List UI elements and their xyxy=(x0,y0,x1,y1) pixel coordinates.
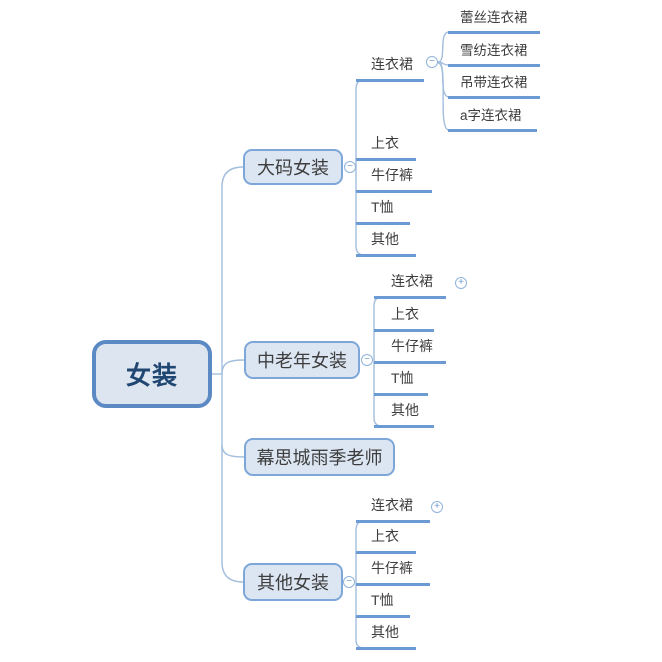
node-label: 连衣裙 xyxy=(391,273,433,289)
node-label: 连衣裙 xyxy=(371,497,413,513)
node-label: 牛仔裤 xyxy=(391,338,433,354)
node-label: 上衣 xyxy=(391,306,419,322)
connector xyxy=(221,444,245,458)
node-dress[interactable]: 连衣裙 xyxy=(374,273,446,299)
node-other[interactable]: 其他 xyxy=(356,624,416,650)
node-middle-aged-womens[interactable]: 中老年女装 xyxy=(244,341,360,379)
node-label: T恤 xyxy=(371,199,394,215)
node-label: 蕾丝连衣裙 xyxy=(460,10,528,25)
node-label: 其他 xyxy=(371,624,399,640)
collapse-button-plus-size[interactable]: − xyxy=(344,161,356,173)
node-label: 女装 xyxy=(125,362,178,390)
node-tshirt[interactable]: T恤 xyxy=(356,199,410,225)
node-label: 吊带连衣裙 xyxy=(460,75,528,90)
connector xyxy=(437,62,450,131)
node-label: 幕思城雨季老师 xyxy=(256,448,383,468)
plus-icon: + xyxy=(458,276,464,288)
node-label: 其他 xyxy=(371,231,399,247)
node-tops[interactable]: 上衣 xyxy=(356,135,416,161)
node-label: 其他女装 xyxy=(257,573,329,593)
plus-icon: + xyxy=(434,500,440,512)
node-plus-size-womens[interactable]: 大码女装 xyxy=(243,149,343,185)
node-slip-dress[interactable]: 吊带连衣裙 xyxy=(448,73,540,99)
collapse-button-other-womens[interactable]: − xyxy=(343,576,355,588)
node-label: 上衣 xyxy=(371,528,399,544)
node-label: T恤 xyxy=(371,592,394,608)
node-other[interactable]: 其他 xyxy=(356,231,416,257)
node-womens-clothing-root[interactable]: 女装 xyxy=(92,340,212,408)
node-tshirt[interactable]: T恤 xyxy=(356,592,410,618)
node-dress[interactable]: 连衣裙 xyxy=(356,497,430,523)
node-label: 雪纺连衣裙 xyxy=(460,43,528,58)
node-jeans[interactable]: 牛仔裤 xyxy=(374,338,446,364)
node-other-womens[interactable]: 其他女装 xyxy=(243,563,343,601)
node-chiffon-dress[interactable]: 雪纺连衣裙 xyxy=(448,41,540,67)
node-label: a字连衣裙 xyxy=(460,108,522,123)
connector xyxy=(221,166,244,583)
node-tshirt[interactable]: T恤 xyxy=(374,370,428,396)
minus-icon: − xyxy=(429,55,435,67)
connector xyxy=(221,359,245,375)
node-label: 牛仔裤 xyxy=(371,167,413,183)
node-label: 其他 xyxy=(391,402,419,418)
expand-button-dress-middle[interactable]: + xyxy=(455,277,467,289)
collapse-button-middle-aged[interactable]: − xyxy=(361,354,373,366)
node-label: 连衣裙 xyxy=(371,56,413,72)
expand-button-dress-bottom[interactable]: + xyxy=(431,501,443,513)
node-a-line-dress[interactable]: a字连衣裙 xyxy=(448,106,537,132)
node-tops[interactable]: 上衣 xyxy=(356,528,416,554)
node-other[interactable]: 其他 xyxy=(374,402,434,428)
minus-icon: − xyxy=(346,575,352,587)
minus-icon: − xyxy=(347,160,353,172)
node-musicheng-rainy-season-teacher[interactable]: 幕思城雨季老师 xyxy=(244,438,395,476)
node-label: 上衣 xyxy=(371,135,399,151)
node-lace-dress[interactable]: 蕾丝连衣裙 xyxy=(448,8,540,34)
node-label: 牛仔裤 xyxy=(371,560,413,576)
node-label: 大码女装 xyxy=(257,158,329,178)
node-tops[interactable]: 上衣 xyxy=(374,306,434,332)
connector xyxy=(437,31,450,63)
collapse-button-dress-top[interactable]: − xyxy=(426,56,438,68)
node-label: 中老年女装 xyxy=(257,351,347,371)
node-dress[interactable]: 连衣裙 xyxy=(356,56,424,82)
minus-icon: − xyxy=(364,353,370,365)
node-jeans[interactable]: 牛仔裤 xyxy=(356,167,432,193)
node-label: T恤 xyxy=(391,370,414,386)
node-jeans[interactable]: 牛仔裤 xyxy=(356,560,430,586)
